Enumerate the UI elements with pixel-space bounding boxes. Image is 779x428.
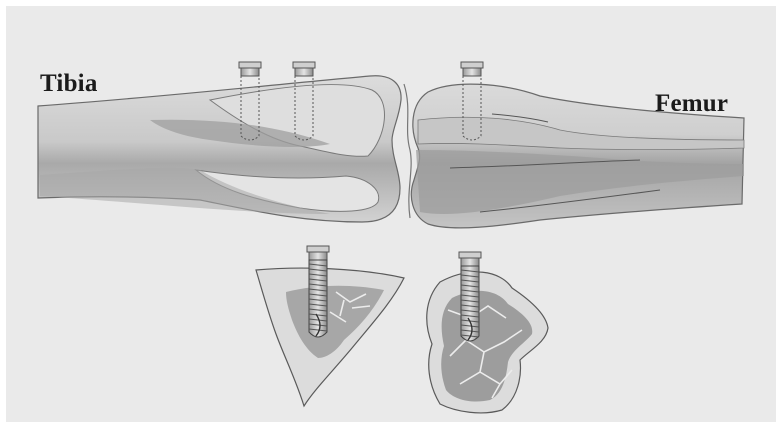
implant-collar [295, 68, 313, 76]
implant-body [461, 266, 479, 341]
page-background [6, 6, 776, 422]
femur-label: Femur [655, 90, 728, 118]
implant-collar [463, 68, 481, 76]
implant-collar [309, 252, 327, 260]
implant-screw-icon [307, 246, 329, 337]
implant-head [307, 246, 329, 252]
implant-head [461, 62, 483, 68]
implant-head [239, 62, 261, 68]
implant-screw-icon [459, 252, 481, 341]
implant-head [293, 62, 315, 68]
implant-collar [461, 258, 479, 266]
implant-head [459, 252, 481, 258]
tibia-label: Tibia [40, 70, 98, 98]
implant-collar [241, 68, 259, 76]
